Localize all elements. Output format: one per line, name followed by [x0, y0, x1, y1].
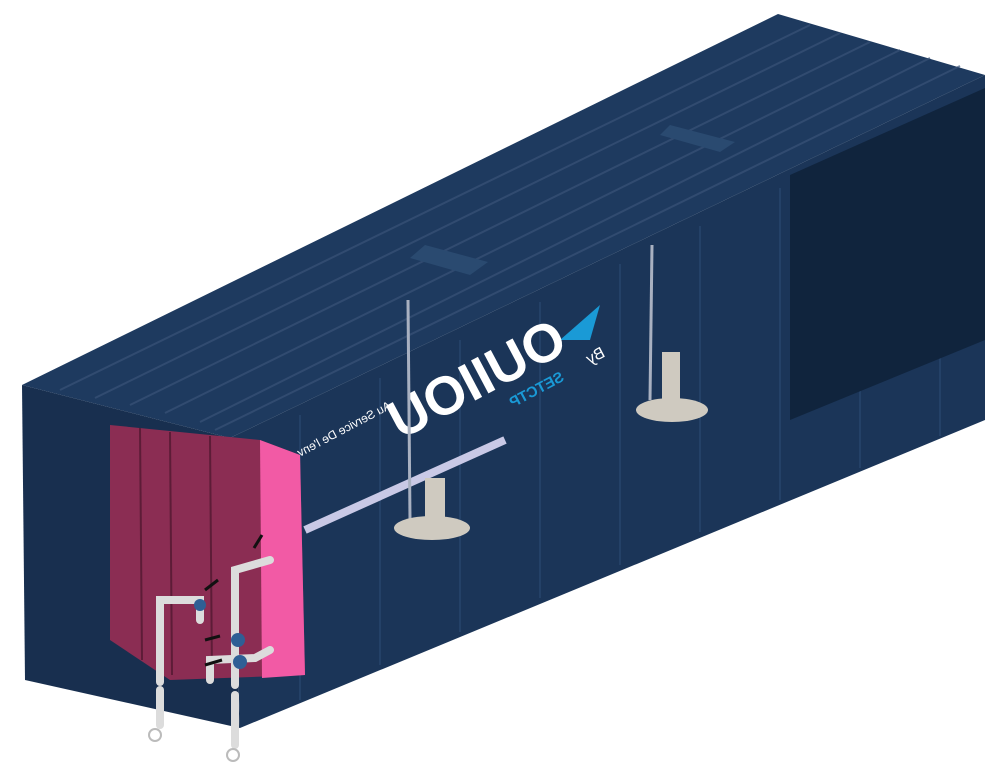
feet-ring-right — [226, 748, 240, 762]
logo-triangle-icon — [560, 305, 600, 340]
valves — [194, 599, 247, 669]
container-top-ribs — [59, 24, 961, 431]
pump-2 — [636, 244, 708, 422]
tank-front-panel — [260, 440, 305, 678]
top-hatch-2 — [660, 125, 735, 152]
valve-handles — [204, 534, 264, 667]
logo-by-label: By — [583, 345, 607, 369]
top-hatch — [410, 245, 488, 275]
feet-ring-left — [148, 728, 162, 742]
container-open-end — [790, 88, 985, 420]
container-top-face — [22, 14, 985, 438]
horizontal-pipe — [303, 436, 507, 534]
pump-1 — [394, 299, 470, 540]
